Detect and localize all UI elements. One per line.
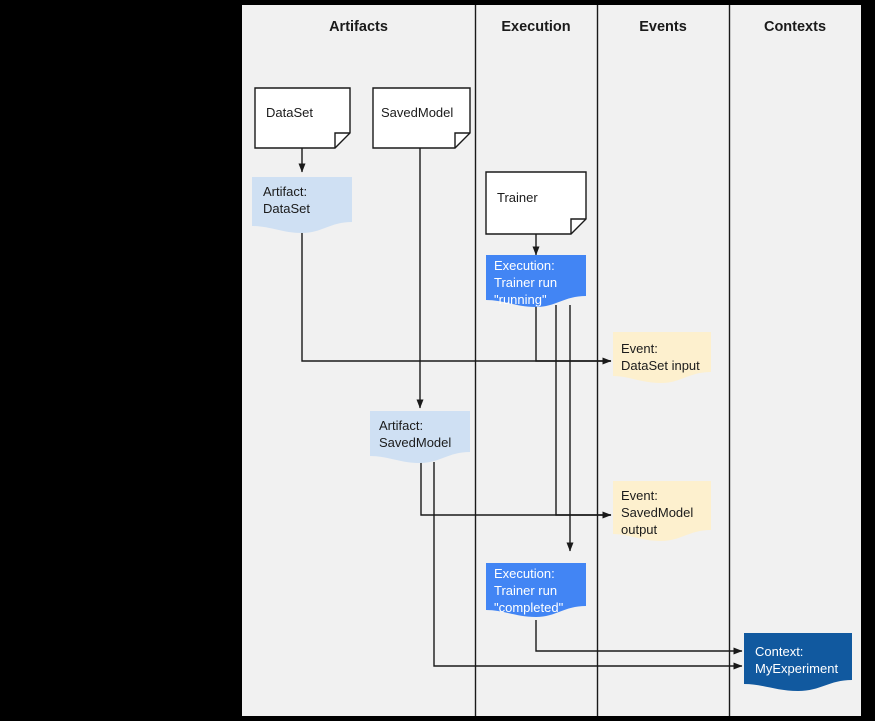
edge-artifactsavedmodel-to-eventoutput bbox=[420, 462, 612, 519]
node-artifact-savedmodel[interactable] bbox=[370, 411, 470, 463]
node-execution-running[interactable] bbox=[486, 255, 586, 307]
node-event-dataset-input[interactable] bbox=[613, 332, 711, 383]
node-type-trainer[interactable] bbox=[485, 171, 587, 235]
node-type-dataset[interactable] bbox=[254, 87, 351, 149]
connectors bbox=[298, 148, 743, 670]
column-header-artifacts: Artifacts bbox=[329, 19, 388, 35]
column-header-events: Events bbox=[639, 19, 687, 35]
node-type-savedmodel[interactable] bbox=[372, 87, 471, 149]
node-context-myexperiment[interactable] bbox=[744, 633, 852, 691]
column-header-execution: Execution bbox=[501, 19, 571, 35]
edge-executioncompleted-to-context bbox=[535, 620, 743, 655]
node-execution-completed[interactable] bbox=[486, 563, 586, 617]
edge-executionrunning-to-eventinput bbox=[535, 305, 611, 362]
edge-artifactsavedmodel-to-context bbox=[433, 462, 743, 670]
edge-executionrunning-to-eventoutput bbox=[555, 305, 611, 516]
node-artifact-dataset[interactable] bbox=[252, 177, 352, 233]
edge-artifactdataset-to-eventinput bbox=[301, 228, 612, 365]
node-event-savedmodel-output[interactable] bbox=[613, 481, 711, 541]
column-header-contexts: Contexts bbox=[763, 19, 827, 35]
